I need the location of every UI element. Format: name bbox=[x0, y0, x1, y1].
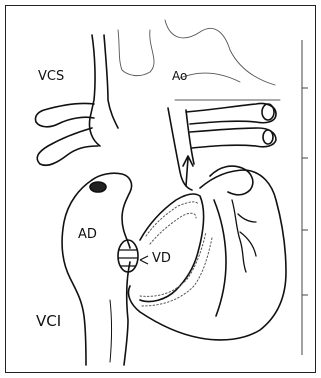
label-ao: Ao bbox=[172, 69, 187, 83]
label-ad: AD bbox=[78, 227, 97, 242]
pulmonary-branch-lower-end bbox=[263, 130, 273, 144]
vd-arrow bbox=[140, 256, 148, 264]
auricle bbox=[90, 182, 106, 192]
frame-tick-marks bbox=[302, 40, 308, 355]
pulmonary-trunk bbox=[168, 108, 192, 190]
superior-vena-cava-inner bbox=[104, 35, 118, 128]
tricuspid-valve-lines bbox=[118, 250, 138, 266]
label-vcs: VCS bbox=[38, 69, 64, 84]
aortic-arch-outline bbox=[118, 20, 280, 100]
label-vd: VD bbox=[152, 251, 171, 266]
inferior-vena-cava bbox=[124, 262, 130, 365]
left-branch-upper bbox=[35, 103, 94, 126]
coronary-vessel-3 bbox=[238, 214, 256, 222]
right-atrium bbox=[62, 180, 92, 365]
superior-vena-cava bbox=[89, 35, 100, 146]
label-vci: VCI bbox=[36, 312, 61, 330]
tricuspid-valve bbox=[118, 240, 138, 272]
left-atrium-appendage bbox=[210, 166, 253, 195]
pulmonary-branch-upper-end bbox=[262, 104, 274, 120]
left-branch-lower bbox=[37, 128, 98, 165]
septum-line bbox=[214, 200, 226, 316]
flow-arrow bbox=[183, 156, 193, 186]
inferior-vena-cava-inner bbox=[110, 300, 112, 362]
